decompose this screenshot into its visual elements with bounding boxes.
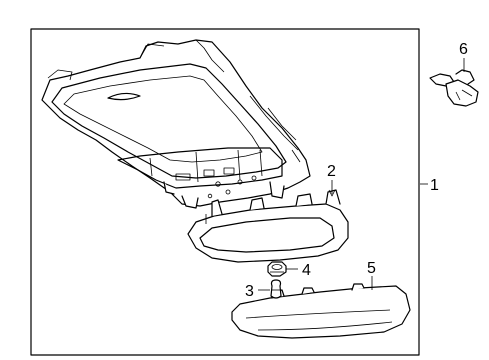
lamp-lens (231, 283, 411, 339)
callout-5: 5 (367, 260, 376, 277)
callout-1: 1 (430, 177, 439, 194)
assembly-frame (30, 28, 420, 356)
callout-3: 3 (245, 283, 254, 300)
overhead-console-housing (41, 39, 311, 209)
leader-2-arrow (328, 189, 336, 197)
lamp-bezel (187, 189, 349, 263)
connector (429, 69, 479, 107)
leader-lines (258, 58, 465, 291)
callout-2: 2 (327, 163, 336, 180)
bulb-socket (267, 261, 287, 277)
callout-4: 4 (302, 262, 311, 279)
callout-6: 6 (459, 41, 468, 58)
bulb (270, 279, 282, 299)
